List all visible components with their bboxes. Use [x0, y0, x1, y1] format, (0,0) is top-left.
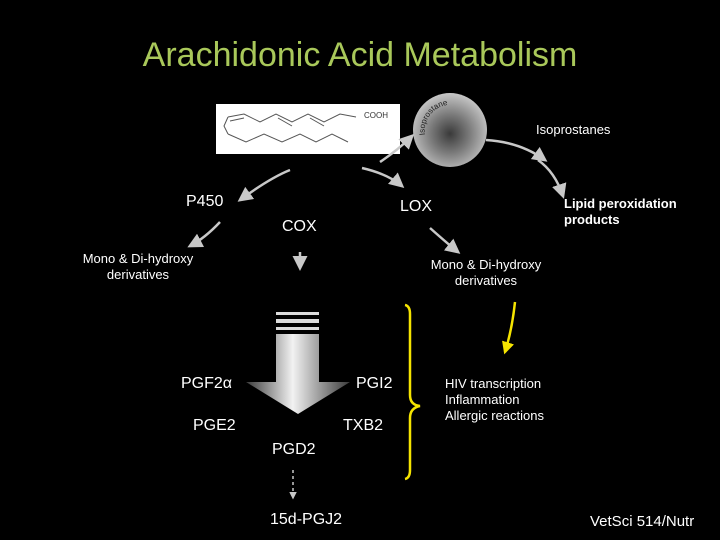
pgi2-label: PGI2	[356, 375, 393, 392]
mono-left-line-2: derivatives	[106, 267, 170, 282]
txb2-label: TXB2	[343, 417, 384, 434]
arrow-band-1	[276, 312, 319, 315]
arrow-to-lox	[361, 166, 405, 188]
mono-dihydroxy-right: Mono & Di-hydroxy derivatives	[422, 257, 550, 289]
arrow-shaft	[246, 334, 350, 414]
pge2-label: PGE2	[193, 417, 236, 434]
arrow-lox-to-mono	[429, 227, 461, 254]
lipid-peroxidation-label: Lipid peroxidation products	[564, 196, 677, 228]
effect-allergic: Allergic reactions	[445, 408, 544, 423]
yellow-arrow-right-mono	[502, 301, 517, 355]
arrow-band-3	[276, 327, 319, 330]
yellow-brace-left	[404, 303, 421, 481]
pgj2-label: 15d-PGJ2	[270, 511, 343, 528]
lipid-peroxidation-line-1: Lipid peroxidation	[564, 196, 677, 211]
arachidonic-acid-structure: COOH	[216, 104, 400, 154]
cooh-label: COOH	[364, 111, 388, 120]
lox-label: LOX	[400, 198, 433, 215]
p450-label: P450	[186, 193, 224, 210]
arrow-to-isoprostanes-label	[485, 138, 548, 162]
arrow-to-lipid	[537, 158, 567, 199]
pgd2-label: PGD2	[272, 441, 316, 458]
arrow-band-2	[276, 319, 319, 323]
structure-drawing: COOH	[223, 111, 388, 143]
arrow-to-isoprostane	[379, 133, 415, 164]
arrow-p450-to-mono	[187, 221, 221, 248]
isoprostanes-label: Isoprostanes	[536, 122, 611, 137]
mono-right-line-1: Mono & Di-hydroxy	[430, 257, 542, 272]
mono-right-line-2: derivatives	[454, 273, 518, 288]
isoprostane-sphere	[413, 93, 487, 167]
isoprostane-sphere-label: Isoprostane	[418, 98, 449, 136]
mono-dihydroxy-left: Mono & Di-hydroxy derivatives	[74, 251, 202, 283]
effects-list: HIV transcription Inflammation Allergic …	[445, 376, 544, 424]
footer-course-label: VetSci 514/Nutr	[590, 513, 695, 530]
effect-inflammation: Inflammation	[445, 392, 520, 407]
pgf2a-label: PGF2α	[181, 375, 233, 392]
page-title: Arachidonic Acid Metabolism	[142, 36, 578, 74]
mono-left-line-1: Mono & Di-hydroxy	[82, 251, 194, 266]
effect-hiv: HIV transcription	[445, 376, 542, 391]
cox-label: COX	[282, 218, 317, 235]
arrow-to-p450	[237, 168, 291, 202]
lipid-peroxidation-line-2: products	[564, 212, 620, 227]
